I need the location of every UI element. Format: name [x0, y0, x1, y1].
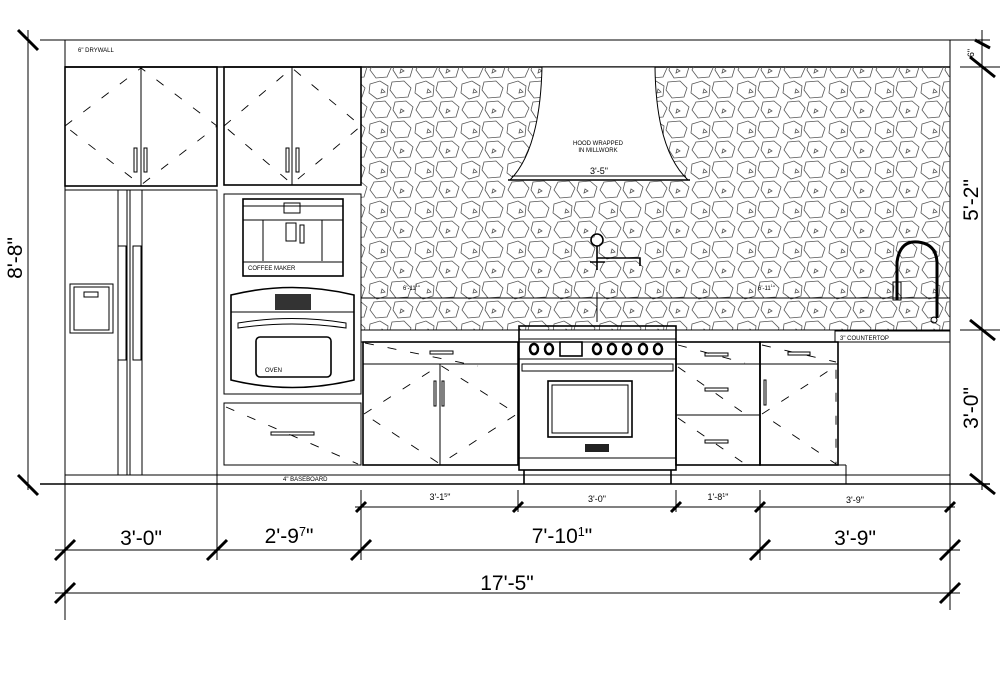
- upper-cabinet-left: [64, 66, 218, 187]
- svg-text:7'-101": 7'-101": [532, 525, 593, 548]
- countertop: 3" COUNTERTOP: [360, 329, 951, 343]
- range-knobs: [528, 342, 664, 356]
- svg-text:3'-0": 3'-0": [120, 527, 162, 550]
- oven-label: OVEN: [265, 368, 282, 374]
- warming-drawer: [223, 402, 362, 466]
- baseboard-label: 4" BASEBOARD: [283, 477, 328, 483]
- vertical-dimensions: 8'-8" 6" 5'-2" 3'-0": [4, 28, 1000, 497]
- base-cabinet-sink: [759, 341, 847, 484]
- tall-appliance-cabinet: COFFEE MAKER OVEN: [223, 193, 362, 466]
- dim-row2-4: 3'-9": [834, 527, 876, 550]
- base-drawers: [675, 341, 761, 466]
- dim-row2-3: 7'-10: [532, 525, 578, 548]
- svg-text:6'-111": 6'-111": [758, 284, 775, 292]
- sink-faucet: [892, 240, 939, 324]
- range: [518, 325, 677, 484]
- dim-row1-3: 1'-8: [708, 492, 723, 502]
- pot-filler-faucet: [590, 233, 641, 322]
- base-height-dim: 3'-0": [960, 387, 983, 429]
- dim-row2-1: 3'-0": [120, 527, 162, 550]
- faucet-right-dim: 6'-11: [758, 286, 771, 292]
- dim-row1-1: 3'-1: [430, 492, 445, 502]
- faucet-height-dims: 6'-111" 6'-111": [403, 284, 775, 292]
- wall-oven: OVEN: [230, 286, 355, 389]
- overall-width-dim: 17'-5": [480, 572, 534, 595]
- drywall-label: 6" DRYWALL: [78, 48, 114, 54]
- upper-cabinet-right: [223, 66, 362, 186]
- refrigerator: [64, 189, 218, 476]
- svg-text:3'-0": 3'-0": [588, 494, 606, 504]
- overall-height-dim: 8'-8": [4, 237, 27, 279]
- hood-width-dim: 3'-5": [590, 166, 608, 176]
- svg-text:2'-97": 2'-97": [265, 525, 314, 548]
- svg-text:3'-9": 3'-9": [834, 527, 876, 550]
- coffee-maker-label: COFFEE MAKER: [248, 266, 296, 272]
- faucet-left-dim: 6'-11: [403, 286, 416, 292]
- upper-height-dim: 5'-2": [960, 179, 983, 221]
- hood-label-1: HOOD WRAPPED: [573, 141, 624, 147]
- dim-row1-4: 3'-9": [846, 495, 864, 505]
- countertop-label: 3" COUNTERTOP: [840, 336, 889, 342]
- svg-text:3'-15": 3'-15": [430, 492, 451, 502]
- svg-text:1'-81": 1'-81": [708, 492, 729, 502]
- svg-text:6'-111": 6'-111": [403, 284, 420, 292]
- top-offset-dim: 6": [966, 49, 976, 57]
- svg-text:3'-9": 3'-9": [846, 495, 864, 505]
- range-hood: HOOD WRAPPED IN MILLWORK 3'-5": [508, 66, 690, 181]
- dim-row2-2: 2'-9: [265, 525, 299, 548]
- hood-label-2: IN MILLWORK: [578, 148, 617, 154]
- coffee-maker: COFFEE MAKER: [242, 198, 344, 277]
- dim-row1-2: 3'-0": [588, 494, 606, 504]
- horizontal-dimensions: 3'-15" 3'-0" 1'-81" 3'-9" 3'-0" 2'-97" 7…: [53, 490, 962, 605]
- base-cabinet-left: [362, 341, 519, 466]
